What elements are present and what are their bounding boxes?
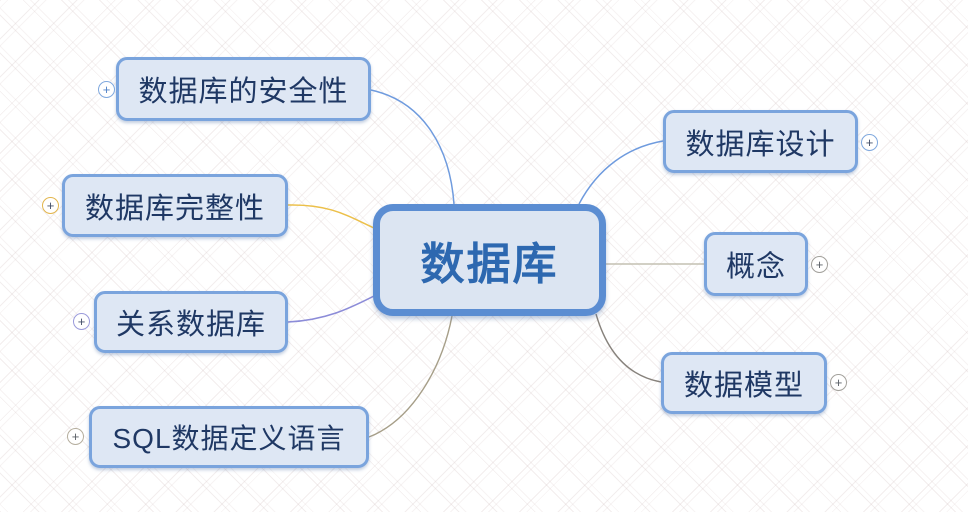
topic-relational-database[interactable]: 关系数据库 [94,291,288,353]
plus-glyph: + [71,429,80,444]
branch-line-data-model [595,313,662,383]
expand-plus-icon[interactable]: + [67,428,84,445]
branch-line-design [578,140,664,205]
expand-plus-icon[interactable]: + [811,256,828,273]
branch-line-security [370,89,455,205]
plus-glyph: + [77,314,86,329]
topic-database-security[interactable]: 数据库的安全性 [116,57,371,121]
topic-database-design[interactable]: 数据库设计 [663,110,858,173]
topic-database-integrity[interactable]: 数据库完整性 [62,174,288,237]
plus-glyph: + [834,375,843,390]
topic-data-model[interactable]: 数据模型 [661,352,827,414]
plus-glyph: + [46,198,55,213]
expand-plus-icon[interactable]: + [861,134,878,151]
expand-plus-icon[interactable]: + [98,81,115,98]
plus-glyph: + [102,82,111,97]
central-topic-database[interactable]: 数据库 [373,204,606,316]
expand-plus-icon[interactable]: + [42,197,59,214]
branch-line-integrity [287,204,375,229]
branch-line-relational [287,294,377,323]
expand-plus-icon[interactable]: + [73,313,90,330]
topic-sql-ddl[interactable]: SQL数据定义语言 [89,406,369,468]
plus-glyph: + [815,257,824,272]
branch-line-sql-ddl [368,315,453,438]
topic-concept[interactable]: 概念 [704,232,808,296]
plus-glyph: + [865,135,874,150]
expand-plus-icon[interactable]: + [830,374,847,391]
